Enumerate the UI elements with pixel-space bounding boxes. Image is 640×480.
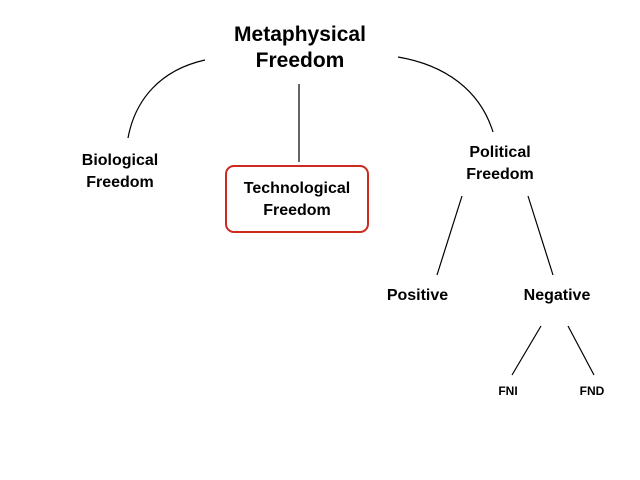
node-metaphysical-freedom: Metaphysical Freedom bbox=[200, 22, 400, 74]
node-fnd: FND bbox=[579, 384, 605, 398]
node-biological-freedom: Biological Freedom bbox=[60, 150, 180, 194]
node-label-line1: Political bbox=[469, 144, 531, 161]
node-fni: FNI bbox=[498, 384, 518, 398]
node-label-line2: Freedom bbox=[466, 166, 534, 183]
edge-root-political bbox=[397, 56, 494, 133]
node-label-line2: Freedom bbox=[255, 49, 345, 72]
edge-political-positive bbox=[436, 195, 463, 276]
edge-political-negative bbox=[527, 195, 554, 276]
node-positive: Positive bbox=[386, 287, 449, 304]
node-label-line1: Metaphysical bbox=[234, 23, 366, 46]
edge-negative-fnd bbox=[567, 325, 595, 376]
node-label-line2: Freedom bbox=[86, 174, 154, 191]
node-negative: Negative bbox=[523, 287, 591, 304]
node-political-freedom: Political Freedom bbox=[440, 142, 560, 186]
node-label-line1: Technological bbox=[243, 180, 351, 197]
node-technological-freedom: Technological Freedom bbox=[225, 165, 369, 233]
edge-root-biological bbox=[127, 59, 206, 139]
node-label-line1: Biological bbox=[81, 152, 159, 169]
node-label-line2: Freedom bbox=[263, 202, 331, 219]
edge-negative-fni bbox=[511, 325, 542, 376]
